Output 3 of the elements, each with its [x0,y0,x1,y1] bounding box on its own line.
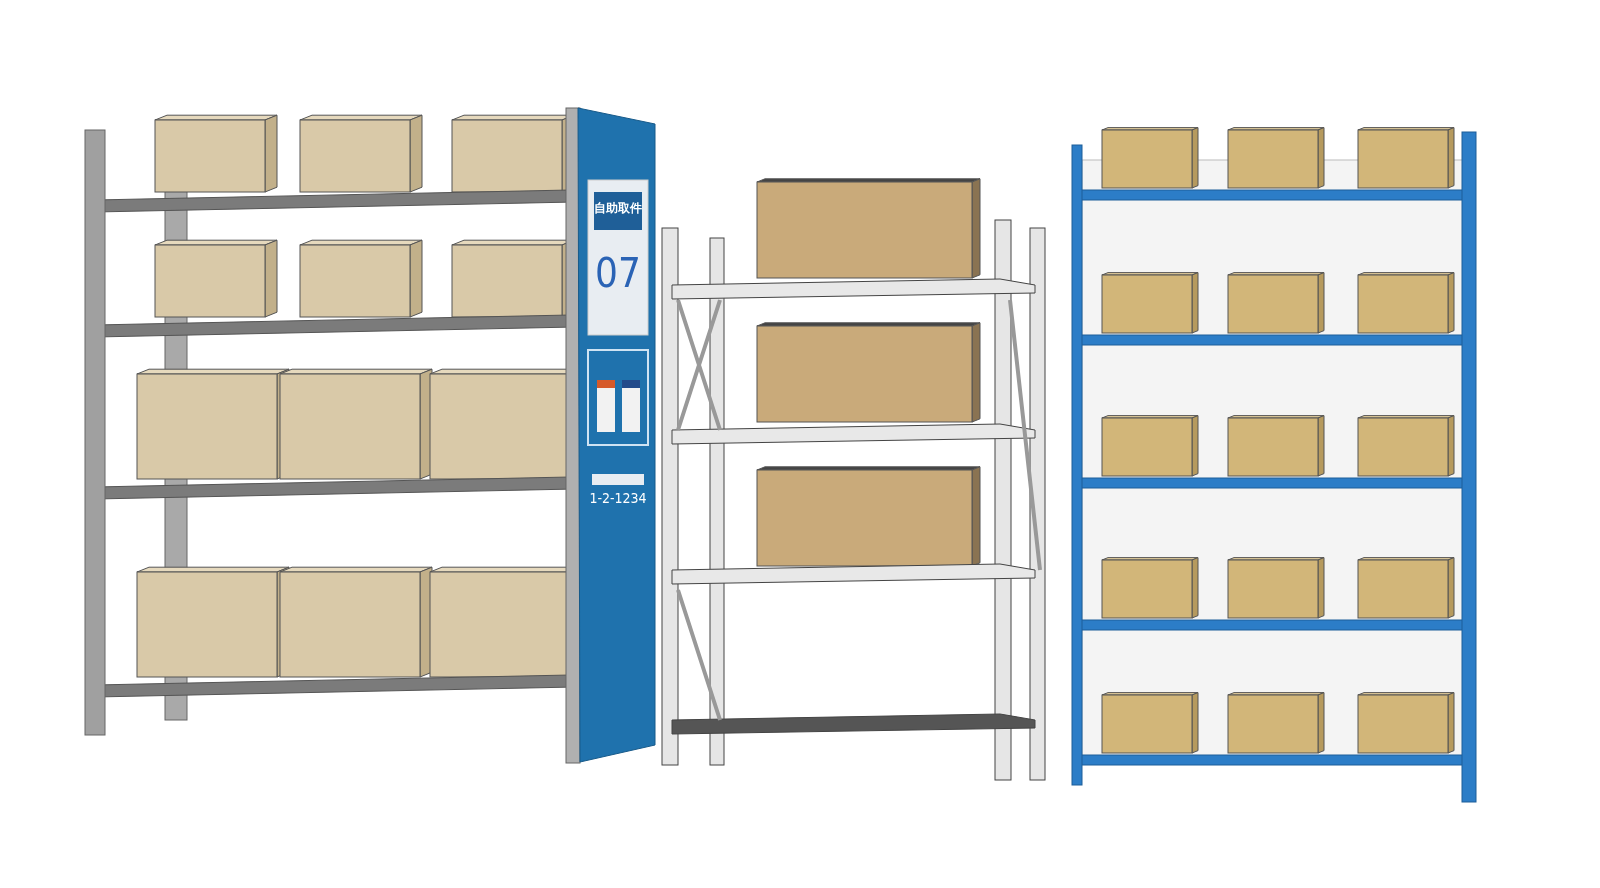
sign-heading: 自助取件 [594,200,642,217]
shelf-code: 1-2-1234 [588,490,648,506]
pickup-number: 07 [594,250,642,296]
